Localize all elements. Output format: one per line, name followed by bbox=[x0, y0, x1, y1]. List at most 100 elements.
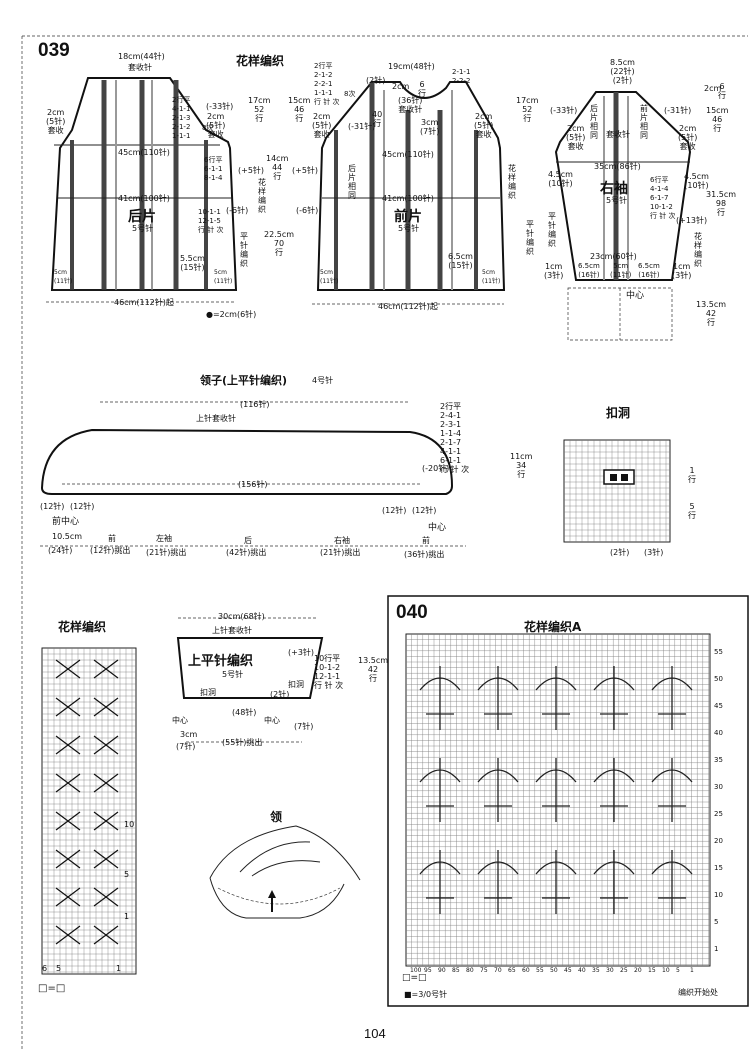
band-st7: (7针) bbox=[294, 722, 314, 731]
pattern-a-col-number: 75 bbox=[480, 967, 488, 974]
collar-pickup-label-right-sleeve: 右袖 bbox=[334, 536, 350, 545]
pattern-a-col-number: 30 bbox=[606, 967, 614, 974]
sleeve-mid-bind: 套收针 bbox=[606, 130, 630, 139]
band-outline bbox=[176, 617, 324, 743]
pattern-a-col-number: 45 bbox=[564, 967, 572, 974]
pattern-a-col-number: 60 bbox=[522, 967, 530, 974]
small-chart-col-6: 6 bbox=[42, 964, 48, 973]
band-st2: (2针) bbox=[270, 690, 290, 699]
sleeve-back-same: 后片相同 bbox=[590, 104, 598, 140]
band-hole-left: 扣洞 bbox=[200, 688, 216, 697]
front-width-41: 41cm(100针) bbox=[382, 194, 434, 203]
pattern-a-row-number: 40 bbox=[714, 729, 723, 737]
front-pattern-vertical: 花样编织 bbox=[508, 164, 516, 200]
band-st7b: (7针) bbox=[176, 742, 196, 751]
front-dec31: (-31针) bbox=[348, 122, 376, 131]
back-shoulder-left: 2cm(5针)套收 bbox=[46, 108, 66, 135]
collar-needle: 4号针 bbox=[312, 376, 334, 385]
collar-pickup-12: (12针)挑出 bbox=[90, 546, 131, 555]
back-right-small: 5.5cm(15针) bbox=[180, 254, 205, 272]
pattern-a-col-number: 55 bbox=[536, 967, 544, 974]
band-inc3: (+3针) bbox=[288, 648, 315, 657]
small-chart-row-10: 10 bbox=[124, 820, 135, 829]
pattern-a-row-number: 50 bbox=[714, 675, 723, 683]
sleeve-dec33: (-33针) bbox=[550, 106, 578, 115]
collar-left-12a: (12针) bbox=[40, 502, 65, 511]
collar-left-12b: (12针) bbox=[70, 502, 95, 511]
pattern-a-row-number: 35 bbox=[714, 756, 723, 764]
back-inc5: (+5针) bbox=[238, 166, 265, 175]
collar-mid-count: (156针) bbox=[238, 480, 268, 489]
back-pattern-heading: 花样编织 bbox=[236, 54, 285, 68]
page-number: 104 bbox=[364, 1026, 386, 1041]
back-cast-on: 46cm(112针)起 bbox=[114, 298, 174, 307]
small-chart-col-1: 1 bbox=[116, 964, 122, 973]
pattern-040-box bbox=[387, 595, 749, 1007]
back-dot-note: ●=2cm(6针) bbox=[206, 310, 257, 319]
front-title: 前片 bbox=[394, 209, 422, 225]
collar-front-center: 前中心 bbox=[52, 517, 80, 527]
back-top-width: 18cm(44针) bbox=[118, 52, 165, 61]
pattern-a-row-number: 10 bbox=[714, 891, 723, 899]
pattern-a-col-number: 15 bbox=[648, 967, 656, 974]
pattern-a-row-number: 25 bbox=[714, 810, 723, 818]
band-pickup55: (55针)挑出 bbox=[222, 738, 263, 747]
collar-pickup-label-front: 前 bbox=[108, 534, 116, 543]
front-top-width: 19cm(48针) bbox=[388, 62, 435, 71]
collar-right-12b: (12针) bbox=[412, 506, 437, 515]
pattern-a-row-number: 30 bbox=[714, 783, 723, 791]
sleeve-2cm: 2cm bbox=[704, 84, 722, 93]
collar-title: 领子(上平针编织) bbox=[200, 374, 288, 387]
buttonhole-grid bbox=[563, 439, 671, 543]
sleeve-needle: 5号针 bbox=[606, 196, 628, 205]
sleeve-65-left: 6.5cm(16针) bbox=[578, 262, 600, 279]
band-needle: 5号针 bbox=[222, 670, 244, 679]
back-title: 后片 bbox=[128, 209, 156, 225]
front-2st-left: (2针) bbox=[366, 76, 386, 85]
sleeve-flat-vertical: 平针编织 bbox=[548, 212, 556, 248]
front-right-hem: 5cm(11针) bbox=[482, 269, 501, 285]
front-shoulder-left: 2cm(5针)套收 bbox=[312, 112, 332, 139]
collar-pickup-label-back: 后 bbox=[244, 536, 252, 545]
sleeve-65-right: 6.5cm(16针) bbox=[638, 262, 660, 279]
pattern-a-col-number: 95 bbox=[424, 967, 432, 974]
pattern-a-col-number: 5 bbox=[676, 967, 680, 974]
front-width-45: 45cm(110针) bbox=[382, 150, 434, 159]
collar-right-12a: (12针) bbox=[382, 506, 407, 515]
band-st48: (48针) bbox=[232, 708, 257, 717]
band-center-left: 中心 bbox=[172, 716, 188, 725]
collar-pickup-36: (36针)挑出 bbox=[404, 550, 445, 559]
sleeve-bind-left: 2cm(5针)套收 bbox=[566, 124, 586, 151]
pattern-a-row-number: 20 bbox=[714, 837, 723, 845]
back-pattern-vertical: 花样编织 bbox=[258, 178, 266, 214]
pattern-a-col-number: 100 bbox=[410, 967, 422, 974]
pattern-a-col-number: 70 bbox=[494, 967, 502, 974]
sleeve-45-left: 4.5cm(10针) bbox=[548, 170, 573, 188]
collar-sketch bbox=[209, 825, 361, 919]
buttonhole-st3: (3针) bbox=[644, 548, 664, 557]
collar-dec20: (-20针) bbox=[422, 464, 450, 473]
band-bind-off: 上针套收针 bbox=[212, 626, 252, 635]
sleeve-45-right: 4.5cm(10针) bbox=[684, 172, 709, 190]
front-right-small: 6.5cm(15针) bbox=[448, 252, 473, 270]
front-times8: 8次 bbox=[344, 90, 356, 98]
front-3cm: 3cm(7针) bbox=[420, 118, 440, 136]
sleeve-title: 右袖 bbox=[600, 181, 628, 197]
front-shoulder-right: 2cm(5针)套收 bbox=[474, 112, 494, 139]
sleeve-1cm-left: 1cm(3针) bbox=[544, 262, 564, 280]
front-flat-vertical: 平针编织 bbox=[526, 220, 534, 256]
small-chart-row-1: 1 bbox=[124, 912, 130, 921]
